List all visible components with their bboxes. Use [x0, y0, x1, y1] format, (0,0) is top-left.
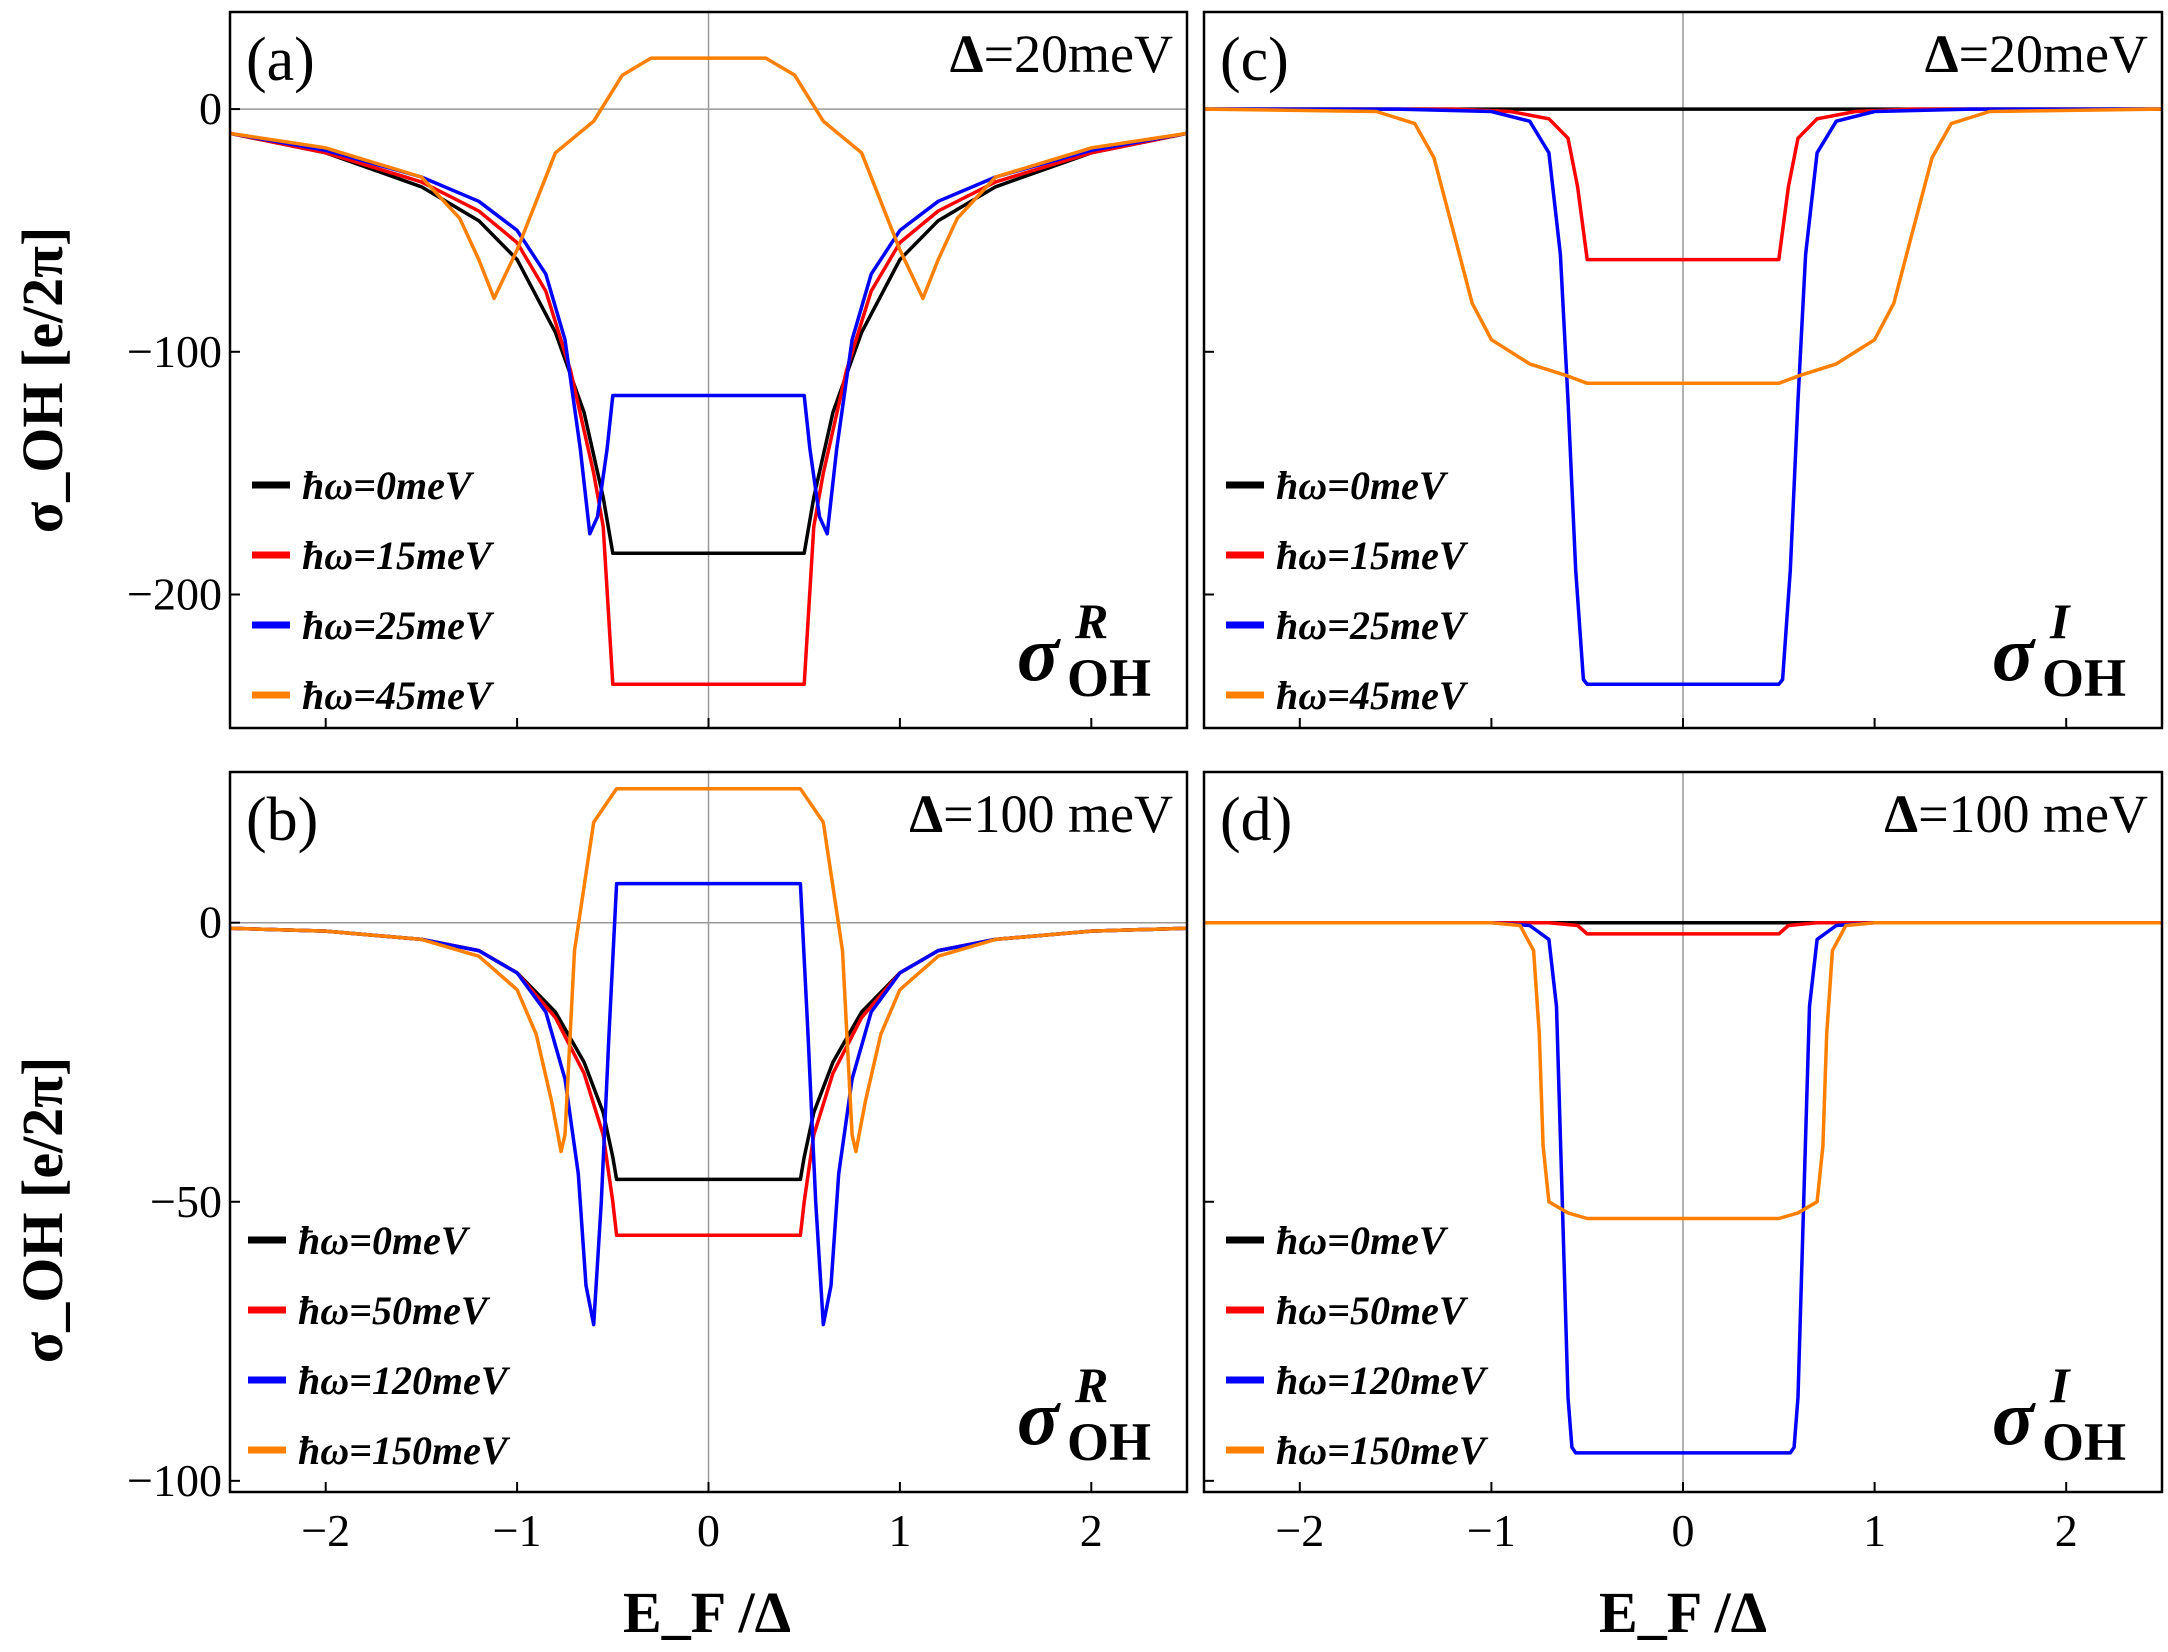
- delta-label: Δ=20meV: [950, 24, 1173, 84]
- series-line--150meV: [1204, 920, 2162, 1221]
- delta-symbol: Δ: [1925, 24, 1959, 84]
- delta-label: Δ=20meV: [1925, 24, 2148, 84]
- series-line--15meV: [1204, 107, 2162, 262]
- legend-label: ħω=25meV: [302, 603, 495, 648]
- x-tick-label: 0: [1672, 1505, 1695, 1556]
- series-line--0meV: [230, 131, 1187, 555]
- panel-b: 0 −50 −100 −2 −1 0 1 2 (b) Δ=100 meV ħω=0meV ħω=50m…: [127, 770, 1189, 1556]
- panel-label: (c): [1220, 26, 1289, 94]
- series-line--45meV: [1204, 107, 2162, 386]
- y-axis-title-text: σ_OH [e/2π]: [10, 1057, 75, 1364]
- series-line--45meV: [230, 56, 1187, 301]
- x-tick-label: 1: [888, 1505, 911, 1556]
- panel-c: (c) Δ=20meV ħω=0meV ħω=15meV ħω=25meV ħω=45me…: [1202, 10, 2164, 730]
- y-axis-title-text: σ_OH [e/2π]: [10, 227, 75, 534]
- legend-label: ħω=120meV: [298, 1358, 511, 1403]
- legend: ħω=0meV ħω=50meV ħω=120meV ħω=150meV: [1226, 1218, 1489, 1473]
- legend-label: ħω=150meV: [1276, 1428, 1489, 1473]
- series-line--120meV: [230, 881, 1187, 1327]
- panel-label: (b): [246, 786, 318, 854]
- legend: ħω=0meV ħω=15meV ħω=25meV ħω=45meV: [252, 463, 495, 718]
- sigma-symbol: σ: [1017, 1374, 1061, 1461]
- x-axis-title-left: E_F /Δ: [623, 1580, 791, 1645]
- y-tick-label: −100: [127, 1455, 222, 1506]
- legend-label: ħω=50meV: [298, 1288, 491, 1333]
- series-line--150meV: [230, 786, 1187, 1154]
- series-line--50meV: [1204, 920, 2162, 936]
- x-tick-label: 2: [2055, 1505, 2078, 1556]
- delta-symbol: Δ: [909, 784, 943, 844]
- delta-label: Δ=100 meV: [909, 784, 1173, 844]
- legend-label: ħω=0meV: [298, 1218, 471, 1263]
- y-tick-label: 0: [199, 897, 222, 948]
- legend: ħω=0meV ħω=50meV ħω=120meV ħω=150meV: [248, 1218, 511, 1473]
- sigma-subscript: OH: [1067, 648, 1151, 708]
- delta-label: Δ=100 meV: [1884, 784, 2148, 844]
- delta-value: =20meV: [1959, 24, 2148, 84]
- delta-symbol: Δ: [950, 24, 984, 84]
- sigma-superscript: I: [2049, 1357, 2071, 1413]
- legend-label: ħω=120meV: [1276, 1358, 1489, 1403]
- series-line--25meV: [1204, 107, 2162, 687]
- plot-frame: [1202, 770, 2164, 1494]
- delta-value: =100 meV: [943, 784, 1173, 844]
- sigma-symbol: σ: [1992, 610, 2036, 697]
- legend-label: ħω=50meV: [1276, 1288, 1469, 1333]
- sigma-subscript: OH: [2042, 1412, 2126, 1472]
- series-lines: [230, 56, 1187, 687]
- sigma-superscript: I: [2049, 593, 2071, 649]
- x-tick-label: −1: [493, 1505, 542, 1556]
- y-tick-label: −200: [127, 569, 222, 620]
- series-line--120meV: [1204, 920, 2162, 1455]
- panel-d: −2 −1 0 1 2 (d) Δ=100 meV ħω=0meV ħω=50meV ħω=120…: [1202, 770, 2164, 1556]
- series-line--25meV: [230, 131, 1187, 536]
- legend: ħω=0meV ħω=15meV ħω=25meV ħω=45meV: [1226, 463, 1469, 718]
- legend-label: ħω=45meV: [1276, 673, 1469, 718]
- series-lines: [1204, 107, 2162, 687]
- sigma-superscript: R: [1074, 593, 1108, 649]
- sigma-subscript: OH: [1067, 1412, 1151, 1472]
- delta-value: =100 meV: [1918, 784, 2148, 844]
- x-tick-label: −1: [1467, 1505, 1516, 1556]
- legend-label: ħω=150meV: [298, 1428, 511, 1473]
- series-line--15meV: [230, 131, 1187, 687]
- panel-label: (a): [246, 26, 315, 94]
- legend-label: ħω=15meV: [302, 533, 495, 578]
- y-axis-title-top: σ_OH [e/2π]: [10, 227, 75, 534]
- legend-label: ħω=0meV: [1276, 1218, 1449, 1263]
- x-tick-label: −2: [301, 1505, 350, 1556]
- legend-label: ħω=45meV: [302, 673, 495, 718]
- panel-a: 0 −100 −200 (a) Δ=20meV ħω=0meV ħω=15meV ħω=25m…: [127, 10, 1189, 730]
- plot-frame: [228, 770, 1189, 1494]
- delta-symbol: Δ: [1884, 784, 1918, 844]
- x-tick-label: −2: [1275, 1505, 1324, 1556]
- series-lines: [1204, 920, 2162, 1455]
- x-tick-label: 2: [1080, 1505, 1103, 1556]
- panel-label: (d): [1220, 786, 1292, 854]
- sigma-superscript: R: [1074, 1357, 1108, 1413]
- x-tick-label: 1: [1863, 1505, 1886, 1556]
- x-tick-label: 0: [697, 1505, 720, 1556]
- y-tick-label: −50: [150, 1176, 222, 1227]
- y-tick-label: −100: [127, 326, 222, 377]
- legend-label: ħω=0meV: [1276, 463, 1449, 508]
- sigma-symbol: σ: [1992, 1374, 2036, 1461]
- legend-label: ħω=25meV: [1276, 603, 1469, 648]
- x-axis-title-right: E_F /Δ: [1599, 1580, 1767, 1645]
- sigma-subscript: OH: [2042, 648, 2126, 708]
- plot-frame: [1202, 10, 2164, 730]
- y-tick-label: 0: [199, 83, 222, 134]
- delta-value: =20meV: [984, 24, 1173, 84]
- sigma-symbol: σ: [1017, 610, 1061, 697]
- legend-label: ħω=15meV: [1276, 533, 1469, 578]
- plot-frame: [228, 10, 1189, 730]
- series-lines: [230, 786, 1187, 1327]
- legend-label: ħω=0meV: [302, 463, 475, 508]
- y-axis-title-bottom: σ_OH [e/2π]: [10, 1057, 75, 1364]
